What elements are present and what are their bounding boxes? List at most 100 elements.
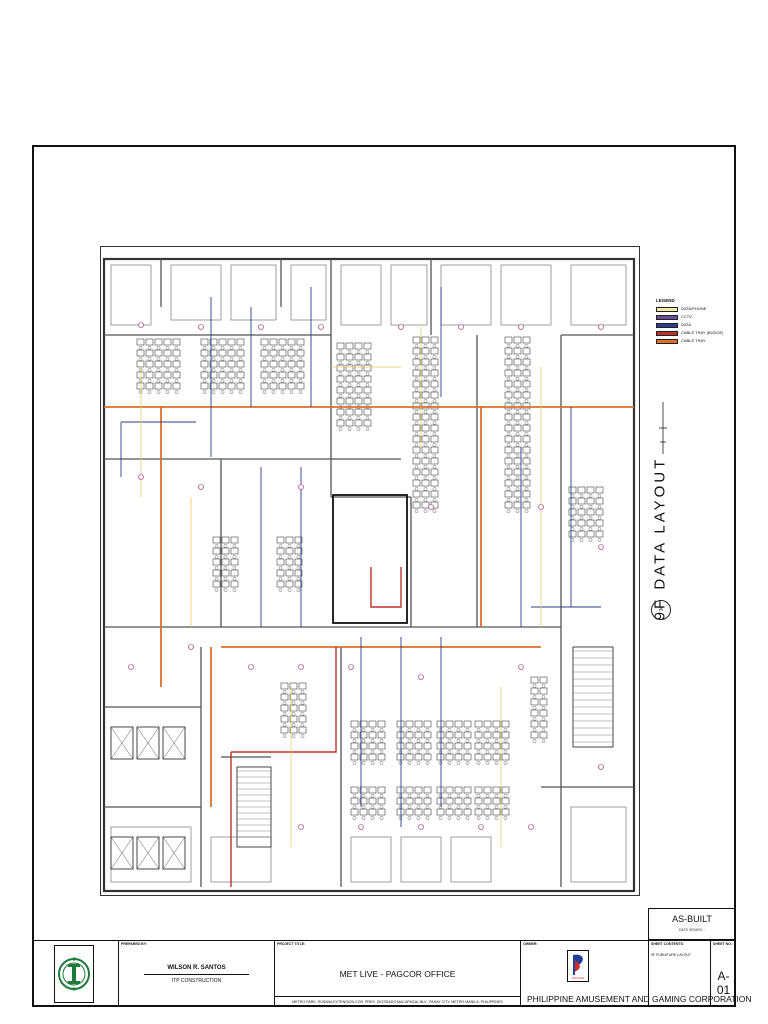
chair [202,357,207,361]
workstation-desk [430,413,439,421]
workstation-desk [430,457,439,465]
workstation-desk [539,709,548,717]
workstation-desk [522,424,531,432]
workstation-desk [230,558,239,566]
workstation-desk [227,349,236,357]
project-cell: PROJECT TITLE: MET LIVE - PAGCOR OFFICE … [274,941,520,1007]
workstation-desk [359,742,368,750]
chair [347,372,352,376]
workstation-desk [445,808,454,816]
chair [138,346,143,350]
workstation-desk [421,336,430,344]
workstation-desk [501,742,510,750]
chair [398,816,403,820]
chair [220,368,225,372]
workstation-desk [236,360,245,368]
chair [506,487,511,491]
workstation-desk [260,338,269,346]
workstation-desk [436,786,445,794]
chair [379,805,384,809]
chair [223,577,228,581]
workstation-desk [227,338,236,346]
workstation-desk [269,371,278,379]
workstation-desk [289,726,298,734]
workstation-desk [336,364,345,372]
workstation-desk [454,808,463,816]
private-office [500,264,552,326]
chair [432,487,437,491]
outlet-marker [518,664,524,670]
sheet-number-label: SHEET NO.: [713,942,734,946]
workstation-desk [336,386,345,394]
chair [416,816,421,820]
workstation-desk [421,380,430,388]
chair [541,739,546,743]
workstation-desk [421,435,430,443]
workstation-desk [405,797,414,805]
chair [174,368,179,372]
chair [338,372,343,376]
chair [432,465,437,469]
workstation-desk [294,569,303,577]
chair [494,816,499,820]
workstation-desk [136,382,145,390]
workstation-desk [414,720,423,728]
chair [515,432,520,436]
chair [425,750,430,754]
workstation-desk [405,731,414,739]
chair [414,487,419,491]
workstation-desk [501,786,510,794]
private-office [350,836,392,883]
cable-tray-budge [231,647,337,753]
workstation-desk [530,709,539,717]
workstation-desk [595,497,604,505]
workstation-desk [278,360,287,368]
chair [414,410,419,414]
workstation-desk [363,419,372,427]
workstation-desk [354,408,363,416]
chair [456,750,461,754]
workstation-desk [577,508,586,516]
chair [588,516,593,520]
outlet-marker [138,474,144,480]
chair [407,750,412,754]
outlet-marker [198,484,204,490]
title-block: PREPARED BY: WILSON R. SANTOS ITP CONSTR… [32,940,752,1007]
workstation-desk [412,501,421,509]
workstation-desk [501,731,510,739]
workstation-desk [412,347,421,355]
workstation-desk [345,386,354,394]
chair [579,516,584,520]
chair [432,498,437,502]
chair [347,416,352,420]
workstation-desk [298,704,307,712]
workstation-desk [412,446,421,454]
chair [287,544,292,548]
workstation-desk [414,808,423,816]
workstation-desk [296,382,305,390]
chair [298,390,303,394]
chair [174,390,179,394]
chair [524,465,529,469]
workstation-desk [492,786,501,794]
chair [416,739,421,743]
chair [214,544,219,548]
chair [515,476,520,480]
workstation-desk [396,753,405,761]
floor-plan-drawing [100,246,640,896]
chair [278,566,283,570]
workstation-desk [513,468,522,476]
chair [432,509,437,513]
workstation-desk [568,508,577,516]
workstation-desk [230,569,239,577]
workstation-desk [354,364,363,372]
workstation-desk [218,371,227,379]
chair [506,366,511,370]
chair [287,566,292,570]
workstation-desk [163,382,172,390]
chair [438,761,443,765]
legend-item-data: DATA [656,322,736,328]
chair [447,816,452,820]
workstation-desk [430,446,439,454]
chair [532,717,537,721]
